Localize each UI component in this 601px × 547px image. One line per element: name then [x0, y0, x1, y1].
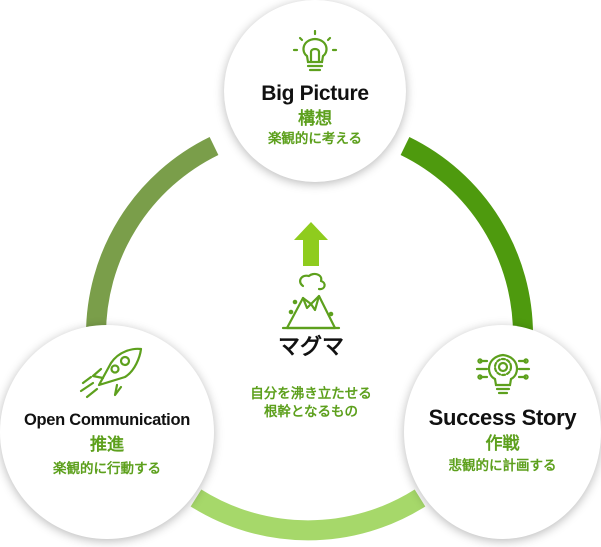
center-desc-line2: 根幹となるもの [263, 404, 359, 420]
node-title: Big Picture [261, 82, 369, 105]
node-kanji: 構想 [298, 109, 332, 129]
center-desc-line1: 自分を沸き立たせる [250, 386, 372, 402]
rocket-icon [79, 347, 143, 399]
volcano-icon [281, 272, 341, 330]
up-arrow-icon [294, 222, 328, 266]
node-phrase: 悲観的に計画する [448, 458, 557, 474]
ring-arc-right [400, 137, 534, 337]
big-picture-node: Big Picture 構想 楽観的に考える [224, 0, 406, 182]
node-phrase: 楽観的に行動する [53, 461, 161, 477]
center-description: 自分を沸き立たせる 根幹となるもの [222, 385, 400, 421]
node-title: Open Communication [23, 411, 191, 429]
ring-arc-left [85, 137, 219, 337]
idea-gear-bulb-icon [475, 353, 530, 395]
center-title: マグマ [277, 335, 344, 360]
open-communication-node: Open Communication 推進 楽観的に行動する [0, 325, 214, 539]
node-kanji: 推進 [90, 435, 124, 455]
node-phrase: 楽観的に考える [267, 131, 363, 147]
lightbulb-icon [292, 30, 338, 72]
success-story-node: Success Story 作戦 悲観的に計画する [404, 325, 601, 539]
node-title: Success Story [428, 405, 577, 430]
node-kanji: 作戦 [485, 434, 520, 454]
ring-arc-bottom [190, 489, 426, 541]
